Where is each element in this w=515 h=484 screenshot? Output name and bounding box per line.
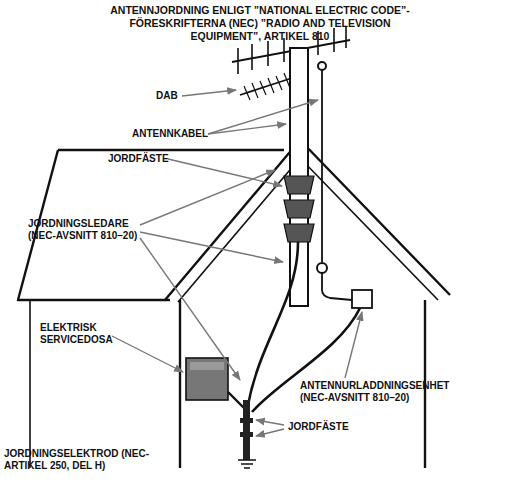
part-label: ELEKTRISK SERVICEDOSA (40, 322, 120, 346)
part-label: JORDNINGSELEKTROD (NEC-ARTIKEL 250, DEL … (4, 448, 179, 472)
part-label: JORDFÄSTE (108, 153, 169, 165)
part-label: DAB (156, 90, 178, 102)
diagram-title: ANTENNJORDNING ENLIGT ”NATIONAL ELECTRIC… (100, 4, 420, 43)
part-label: JORDFÄSTE (288, 421, 349, 433)
part-label: ANTENNURLADDNINGSENHET (NEC-AVSNITT 810–… (300, 380, 470, 404)
part-label: JORDNINGSLEDARE (NEC-AVSNITT 810–20) (28, 218, 146, 242)
part-label: ANTENNKABEL (132, 128, 208, 140)
